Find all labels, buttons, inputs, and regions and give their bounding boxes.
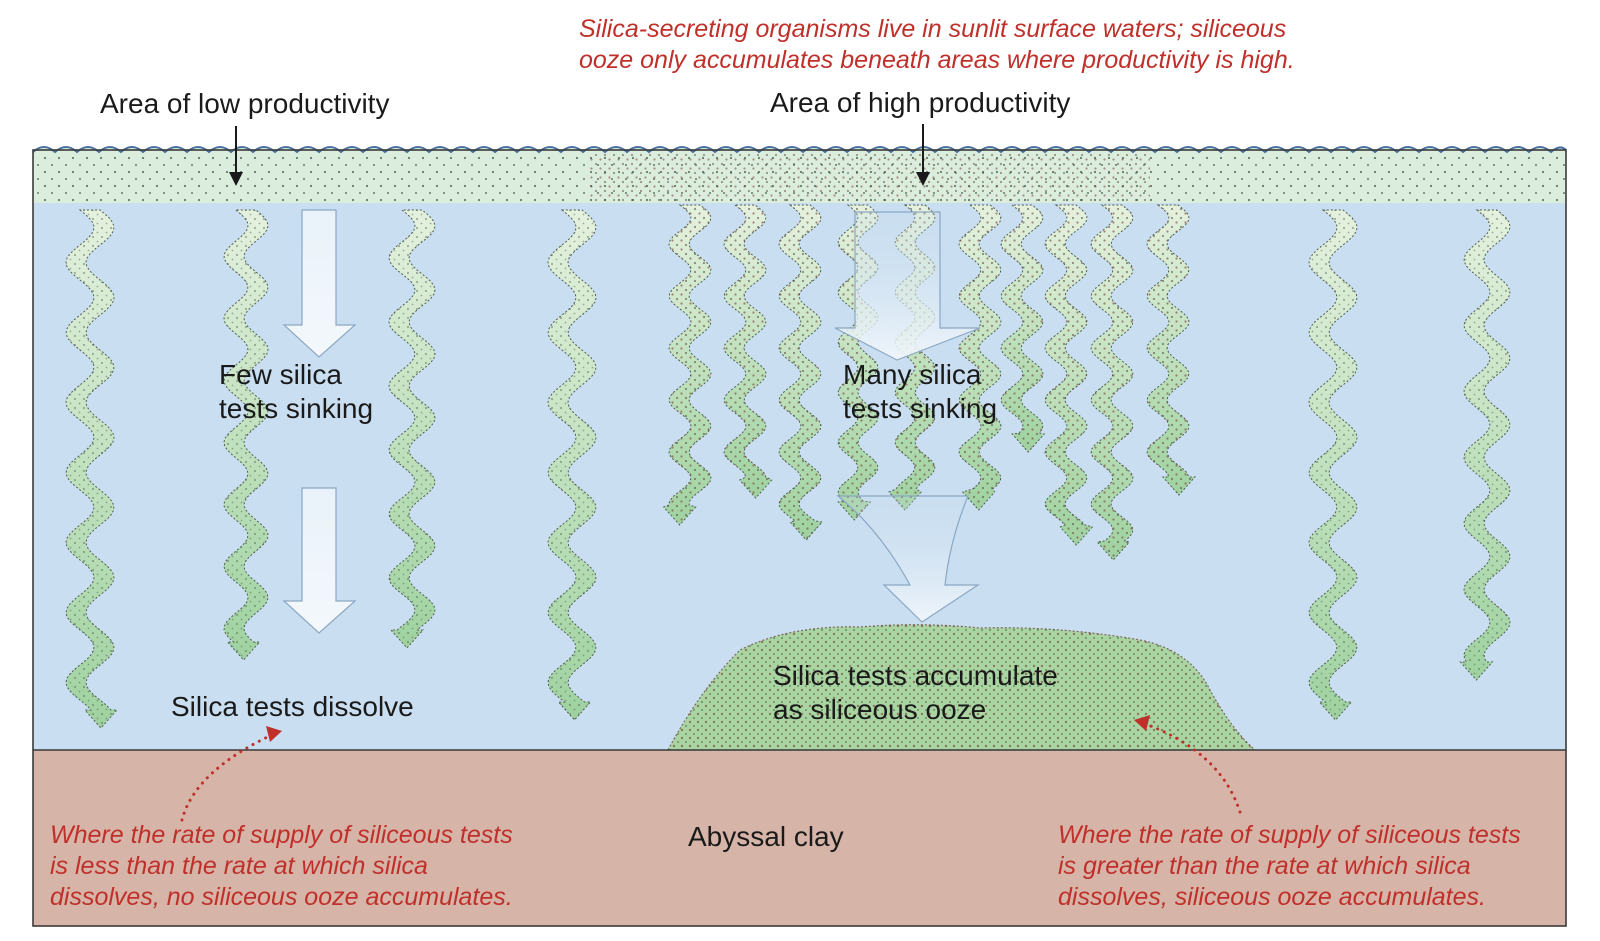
- sinking-test-streams: [65, 204, 1511, 729]
- diagram-frame: [32, 149, 1567, 927]
- note-right-line-1: Where the rate of supply of siliceous te…: [1058, 821, 1521, 849]
- test-stream: [1044, 204, 1094, 546]
- test-stream: [958, 204, 1002, 511]
- left-callout-arrow: [180, 726, 282, 822]
- ooze-dots: [668, 624, 1255, 750]
- stream-dots: [1309, 210, 1357, 720]
- few-sinking-line-2: tests sinking: [219, 393, 374, 424]
- stream-dots: [724, 205, 772, 498]
- stream-dots: [1045, 205, 1093, 545]
- stream-dots: [1001, 205, 1045, 452]
- title-note: Silica-secreting organisms live in sunli…: [579, 14, 1295, 76]
- test-stream: [65, 209, 119, 729]
- test-stream: [662, 204, 712, 526]
- many-tests-big-arrow-upper: [834, 211, 981, 361]
- label-few-sinking: Few silica tests sinking: [219, 358, 373, 426]
- stream-dots: [838, 205, 878, 520]
- test-stream: [223, 209, 269, 661]
- test-stream: [1459, 209, 1511, 681]
- low-productivity-pointer: [229, 126, 243, 186]
- test-stream: [547, 209, 597, 721]
- high-productivity-pointer: [916, 124, 930, 186]
- abyssal-clay-layer: [33, 750, 1566, 926]
- label-abyssal-clay: Abyssal clay: [688, 821, 844, 852]
- stream-dots: [663, 205, 711, 525]
- ooze-line-1: Silica tests accumulate: [773, 660, 1058, 691]
- test-stream: [388, 209, 436, 649]
- sea-surface-line: [32, 146, 1567, 154]
- low-productivity-arrows: [282, 209, 357, 634]
- label-ooze: Silica tests accumulate as siliceous ooz…: [773, 659, 1058, 727]
- stream-dots: [1147, 205, 1195, 495]
- note-left: Where the rate of supply of siliceous te…: [50, 820, 513, 913]
- stream-dots: [779, 205, 823, 540]
- test-stream: [723, 204, 773, 499]
- test-stream: [1090, 204, 1134, 561]
- stream-dots: [548, 210, 596, 720]
- many-tests-big-arrow-lower: [836, 495, 980, 623]
- label-many-sinking: Many silica tests sinking: [843, 358, 997, 426]
- stream-dots: [389, 210, 435, 648]
- note-right-line-2: is greater than the rate at which silica: [1058, 852, 1471, 880]
- stream-dots: [1460, 210, 1510, 680]
- stream-dots: [1091, 205, 1133, 560]
- test-stream: [1308, 209, 1358, 721]
- label-tests-dissolve: Silica tests dissolve: [171, 691, 414, 722]
- title-note-line-1: Silica-secreting organisms live in sunli…: [579, 15, 1287, 43]
- few-tests-arrow-upper: [282, 209, 357, 358]
- many-sinking-line-2: tests sinking: [843, 393, 998, 424]
- title-note-line-2: ooze only accumulates beneath areas wher…: [579, 46, 1295, 74]
- test-stream: [1000, 204, 1046, 453]
- right-callout-arrow: [1134, 715, 1242, 814]
- label-low-productivity: Area of low productivity: [100, 88, 390, 119]
- high-productivity-arrows: [834, 211, 981, 623]
- few-sinking-line-1: Few silica: [219, 359, 342, 390]
- stream-dots: [66, 210, 117, 728]
- few-tests-arrow-lower: [282, 487, 357, 634]
- note-right-line-3: dissolves, siliceous ooze accumulates.: [1058, 883, 1486, 911]
- stream-dots: [889, 205, 935, 510]
- note-left-line-2: is less than the rate at which silica: [50, 852, 428, 880]
- test-stream: [1146, 204, 1197, 496]
- stream-dots: [959, 205, 1001, 510]
- surface-dense-dots: [590, 152, 1150, 203]
- ooze-line-2: as siliceous ooze: [773, 694, 987, 725]
- note-left-line-1: Where the rate of supply of siliceous te…: [50, 821, 513, 849]
- note-right: Where the rate of supply of siliceous te…: [1058, 820, 1521, 913]
- note-left-line-3: dissolves, no siliceous ooze accumulates…: [50, 883, 513, 911]
- stream-dots: [224, 210, 268, 660]
- test-stream: [778, 204, 824, 541]
- label-high-productivity: Area of high productivity: [770, 87, 1071, 118]
- many-sinking-line-1: Many silica: [843, 359, 982, 390]
